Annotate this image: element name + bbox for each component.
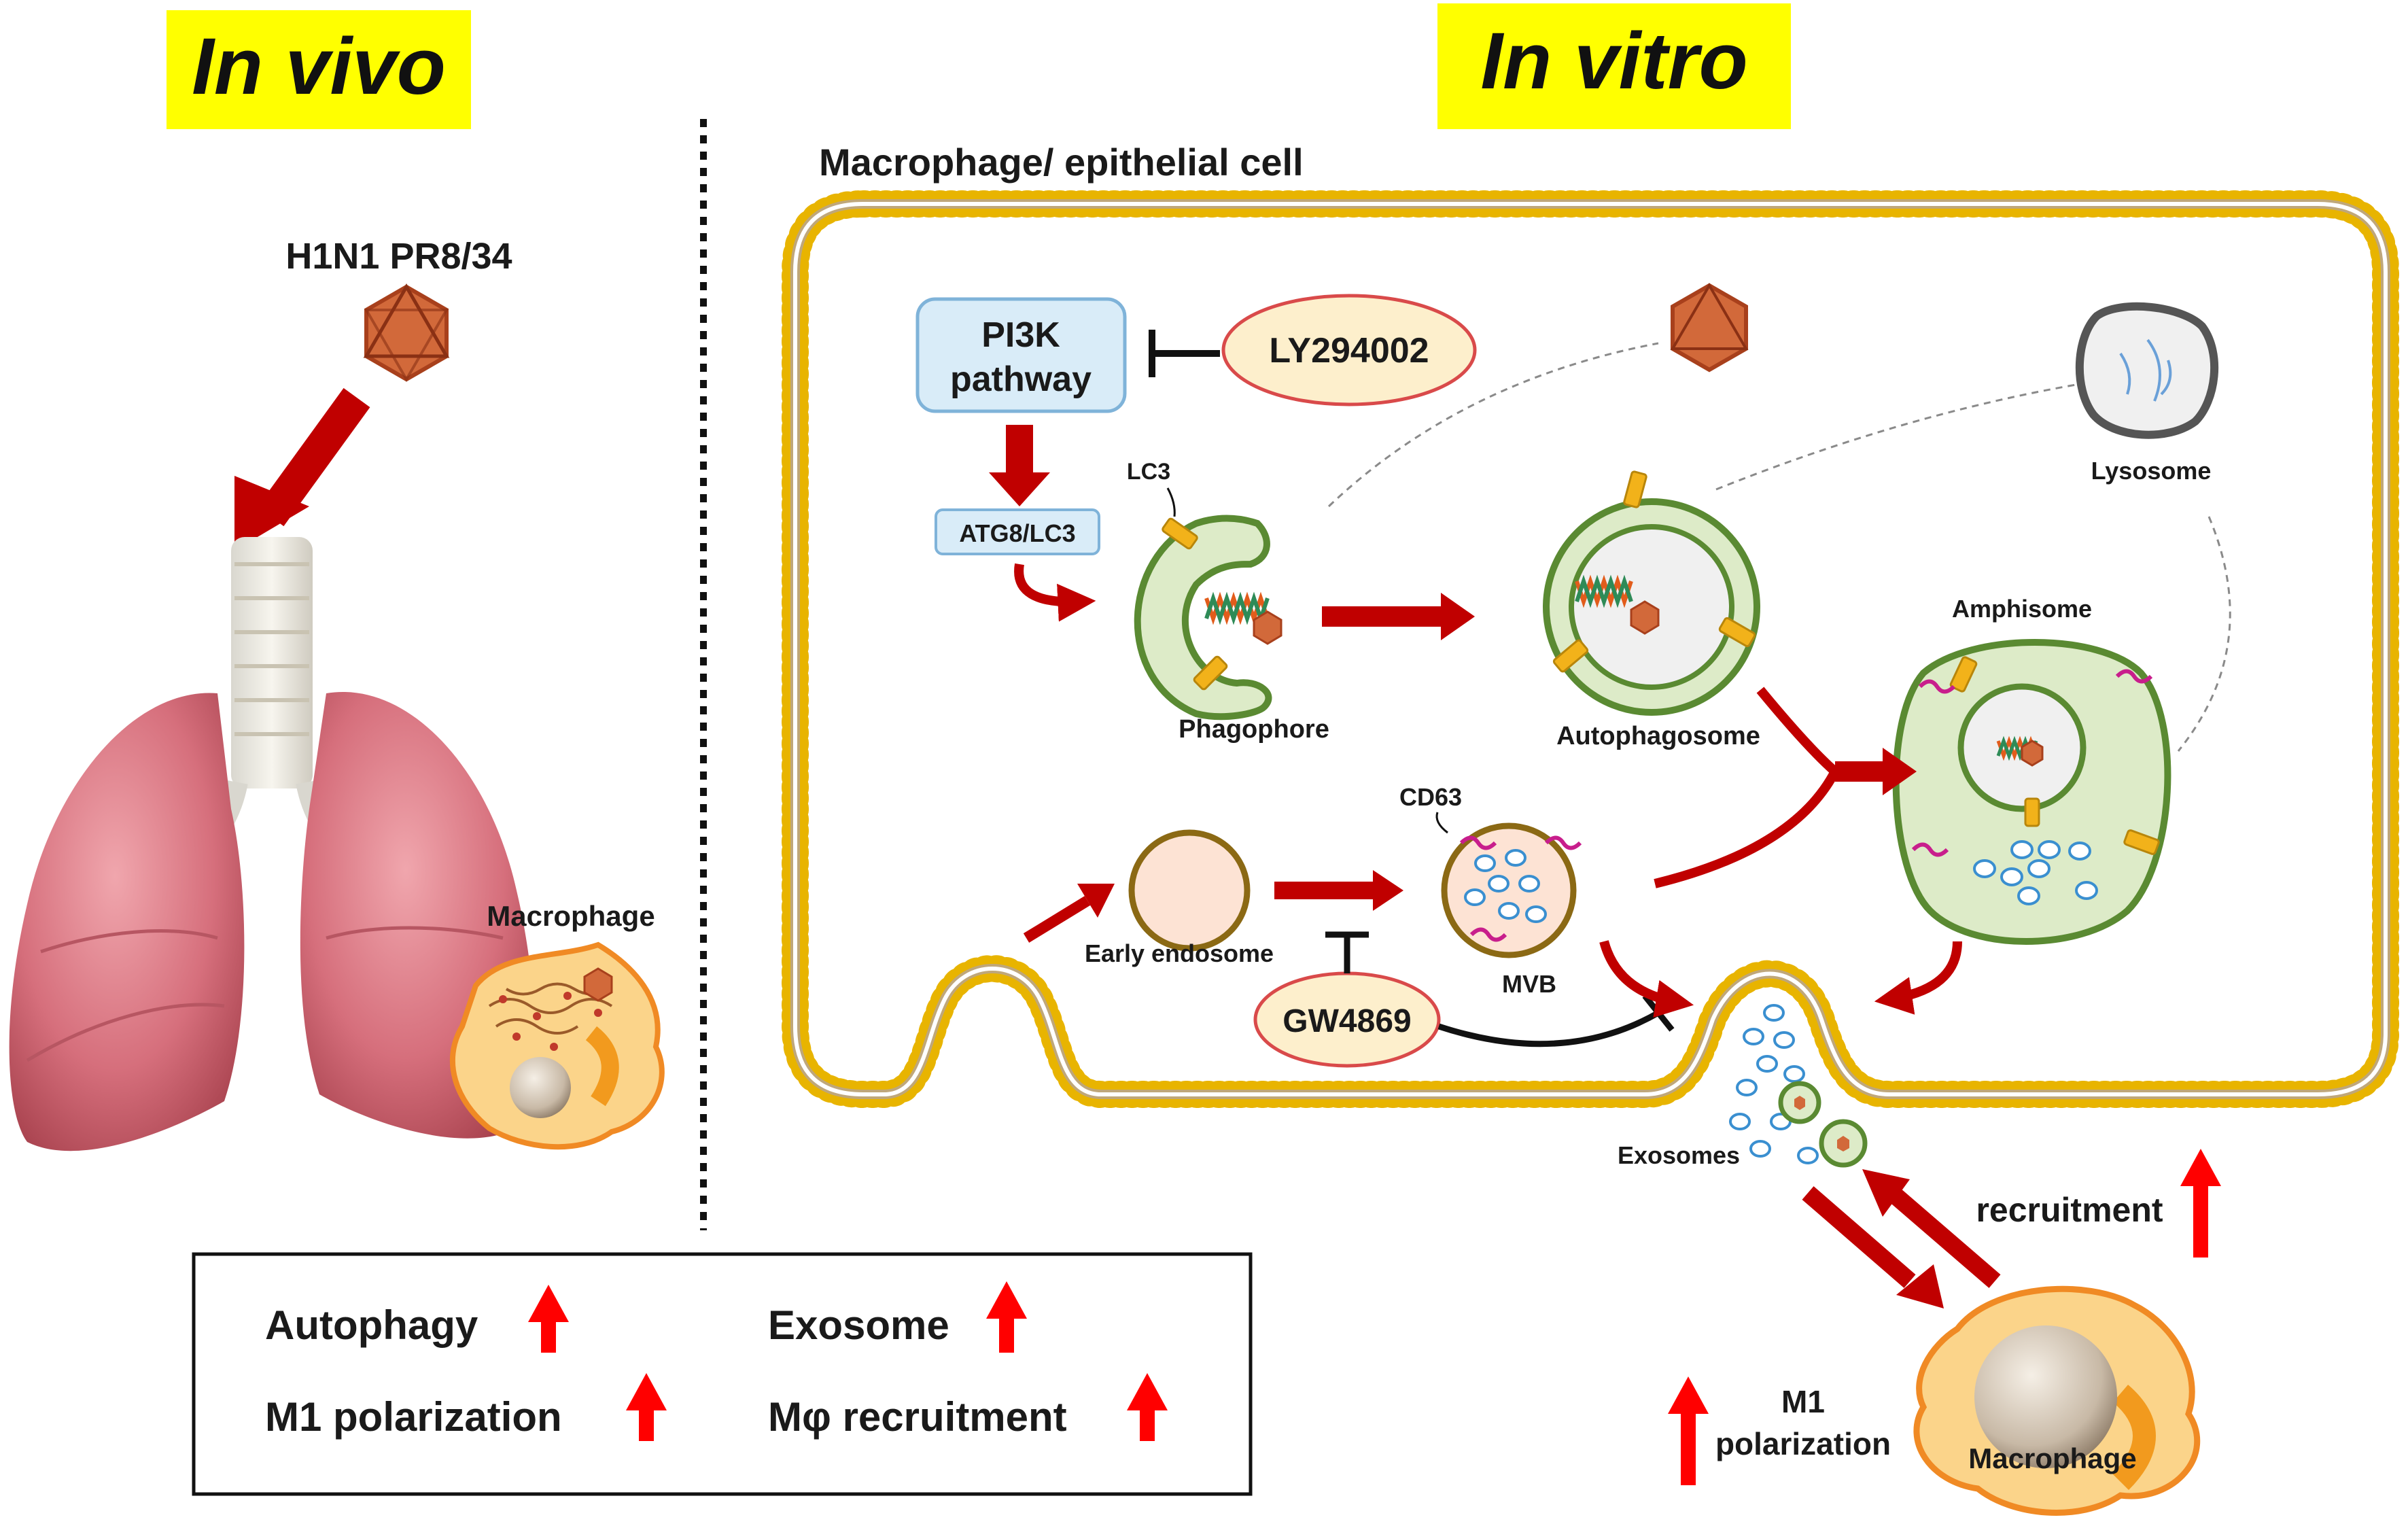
macrophage-recruitment-arrow bbox=[1862, 1169, 2001, 1288]
exosome-to-macrophage-arrow bbox=[1802, 1186, 1944, 1308]
lysosome-dashed-connector bbox=[2177, 516, 2231, 752]
m1-up-arrow bbox=[1668, 1376, 1709, 1485]
early-endosome-label: Early endosome bbox=[1085, 939, 1274, 967]
infection-arrow bbox=[234, 387, 370, 551]
atg8-to-phagophore-arrow bbox=[1014, 563, 1096, 622]
outside-macrophage-icon bbox=[1913, 1285, 2200, 1516]
cd63-label: CD63 bbox=[1399, 783, 1462, 811]
summary-m1-up-arrow bbox=[626, 1373, 667, 1441]
svg-text:LY294002: LY294002 bbox=[1269, 331, 1429, 370]
amphisome bbox=[1892, 639, 2171, 945]
cytoplasm-virus-icon bbox=[1670, 283, 1749, 372]
pi3k-to-atg8-arrow bbox=[989, 425, 1050, 506]
endocytosis-arrow bbox=[1023, 884, 1115, 943]
exosomes-label: Exosomes bbox=[1618, 1141, 1740, 1169]
in-vivo-macrophage-icon bbox=[450, 941, 665, 1150]
in-vitro-title: In vitro bbox=[1437, 3, 1791, 129]
ly294002-inhibitor: LY294002 bbox=[1221, 294, 1477, 406]
mvb-to-membrane-arrow bbox=[1599, 940, 1694, 1018]
phagophore bbox=[1134, 515, 1272, 721]
svg-text:In vivo: In vivo bbox=[192, 22, 446, 111]
summary-exosome-up-arrow bbox=[986, 1281, 1027, 1353]
lc3-label: LC3 bbox=[1127, 459, 1170, 485]
gw4869-inhibitor: GW4869 bbox=[1253, 971, 1441, 1068]
summary-autophagy-up-arrow bbox=[528, 1285, 569, 1353]
svg-text:ATG8/LC3: ATG8/LC3 bbox=[959, 519, 1075, 547]
pi3k-pathway-box: PI3K pathway bbox=[915, 297, 1127, 413]
virus-dashed-connector bbox=[1327, 342, 1659, 508]
lysosome bbox=[2075, 302, 2219, 439]
summary-mphi-recruitment: Mφ recruitment bbox=[768, 1394, 1067, 1440]
mvb-label: MVB bbox=[1502, 970, 1556, 998]
recruitment-label: recruitment bbox=[1976, 1191, 2163, 1229]
virus-strain-label: H1N1 PR8/34 bbox=[285, 236, 512, 277]
merge-to-amphisome-arrow bbox=[1654, 687, 1917, 888]
autophagosome-dashed-connector bbox=[1715, 383, 2080, 491]
svg-text:pathway: pathway bbox=[950, 360, 1092, 399]
outside-macrophage-label: Macrophage bbox=[1968, 1442, 2136, 1474]
m1-label-line1: M1 bbox=[1781, 1384, 1825, 1419]
lc3-pointer bbox=[1166, 487, 1176, 517]
cell-membrane bbox=[782, 190, 2399, 1108]
endosome-to-mvb-arrow bbox=[1274, 870, 1403, 911]
summary-m1-polarization: M1 polarization bbox=[265, 1394, 562, 1440]
svg-text:In vitro: In vitro bbox=[1480, 16, 1747, 106]
virus-icon bbox=[363, 283, 450, 382]
mvb bbox=[1441, 822, 1582, 958]
cell-label: Macrophage/ epithelial cell bbox=[819, 141, 1304, 184]
summary-exosome: Exosome bbox=[768, 1302, 949, 1348]
summary-recruitment-up-arrow bbox=[1127, 1373, 1168, 1441]
lysosome-label: Lysosome bbox=[2091, 457, 2212, 485]
amphisome-label: Amphisome bbox=[1952, 595, 2092, 623]
autophagosome bbox=[1543, 470, 1760, 716]
summary-box bbox=[192, 1252, 1253, 1496]
amphisome-to-membrane-arrow bbox=[1874, 941, 1962, 1015]
autophagosome-label: Autophagosome bbox=[1556, 722, 1760, 750]
atg8-lc3-box: ATG8/LC3 bbox=[935, 508, 1100, 555]
summary-autophagy: Autophagy bbox=[265, 1302, 478, 1348]
phagophore-to-autophagosome-arrow bbox=[1322, 593, 1475, 640]
viral-rna-cargo bbox=[1204, 591, 1282, 645]
recruitment-up-arrow bbox=[2180, 1149, 2221, 1258]
svg-text:PI3K: PI3K bbox=[981, 315, 1060, 355]
m1-label-line2: polarization bbox=[1715, 1426, 1891, 1461]
in-vivo-title: In vivo bbox=[167, 10, 471, 129]
exosomes bbox=[1729, 1004, 1868, 1168]
svg-text:GW4869: GW4869 bbox=[1282, 1003, 1411, 1039]
early-endosome bbox=[1128, 829, 1251, 952]
ly-inhibition-line bbox=[1149, 330, 1220, 377]
in-vivo-macrophage-label: Macrophage bbox=[487, 900, 655, 932]
cd63-pointer bbox=[1435, 812, 1448, 834]
phagophore-label: Phagophore bbox=[1179, 715, 1329, 744]
